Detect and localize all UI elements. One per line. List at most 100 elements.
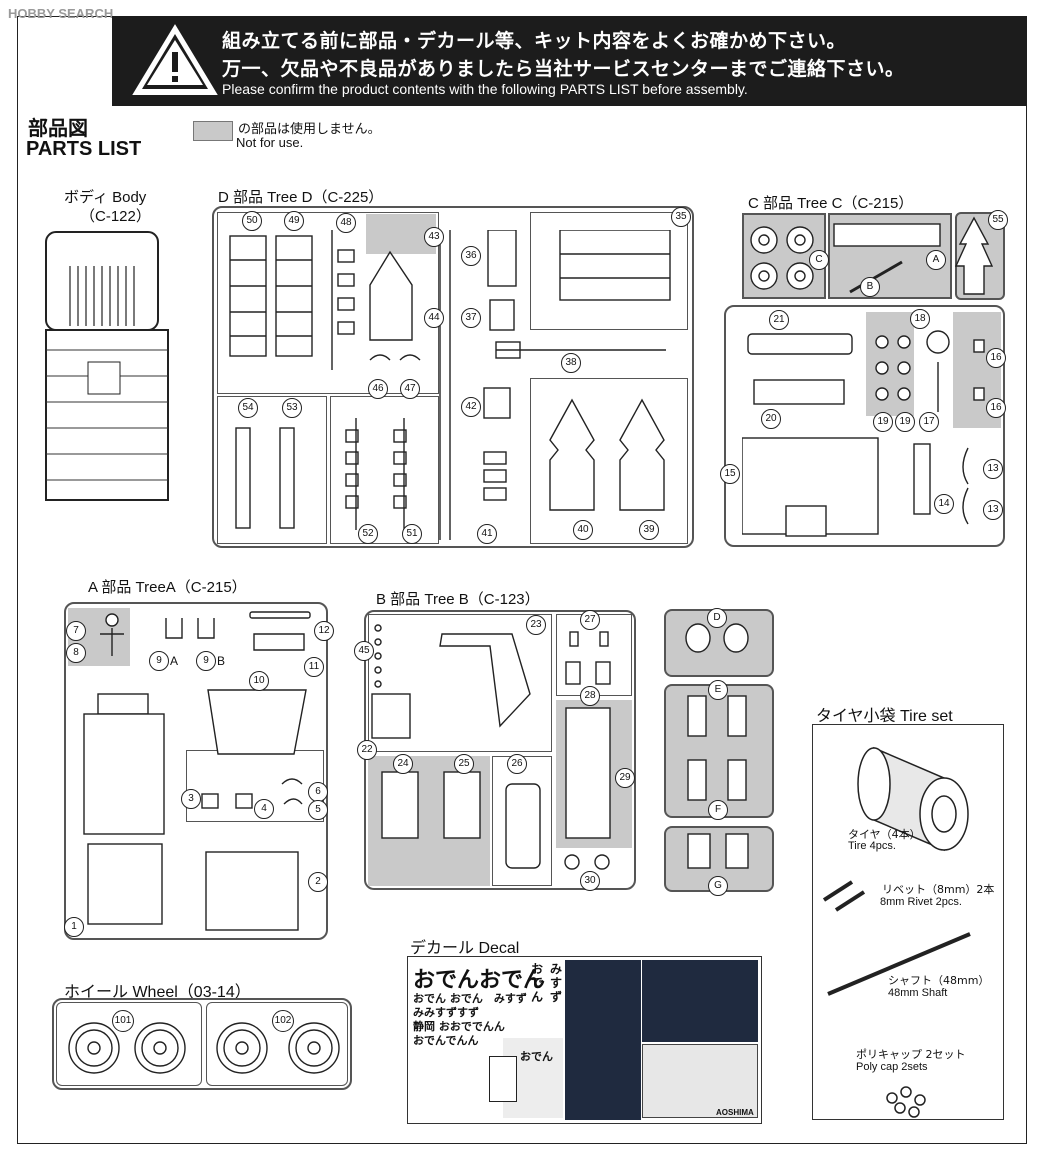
part-num-E: E xyxy=(708,680,728,700)
part-num-3: 3 xyxy=(181,789,201,809)
part-num-4: 4 xyxy=(254,799,274,819)
warning-banner: 組み立てる前に部品・デカール等、キット内容をよくお確かめ下さい。 万一、欠品や不… xyxy=(112,16,1027,106)
decal-row-3: みみすずすず xyxy=(413,1006,479,1019)
tree-c-frame xyxy=(724,305,1005,547)
part-num-16a: 16 xyxy=(986,348,1006,368)
part-num-26: 26 xyxy=(507,754,527,774)
tree-b-part-ef xyxy=(664,684,774,818)
part-num-label: 26 xyxy=(511,758,523,769)
part-num-label: 50 xyxy=(246,215,258,226)
part-num-22: 22 xyxy=(357,740,377,760)
part-num-label: 44 xyxy=(428,312,440,323)
part-num-label: F xyxy=(714,804,722,815)
part-num-label: 22 xyxy=(361,744,373,755)
part-num-16b: 16 xyxy=(986,398,1006,418)
decal-row-4: 静岡 おおででんん xyxy=(413,1020,505,1033)
part-num-label: A xyxy=(932,254,940,265)
part-num-8: 8 xyxy=(66,643,86,663)
warning-line-1: 組み立てる前に部品・デカール等、キット内容をよくお確かめ下さい。 xyxy=(222,30,847,52)
part-num-19a: 19 xyxy=(873,412,893,432)
part-num-label: 19 xyxy=(877,416,889,427)
part-num-label: 48 xyxy=(340,217,352,228)
warning-icon xyxy=(132,24,218,95)
wheel-label: ホイール Wheel（03-14） xyxy=(64,984,251,1001)
decal-misuzu-vertical: みすず xyxy=(550,962,563,1004)
part-num-label: 52 xyxy=(362,528,374,539)
part-num-27: 27 xyxy=(580,610,600,630)
part-num-11: 11 xyxy=(304,657,324,677)
part-num-43: 43 xyxy=(424,227,444,247)
tree-b-label: B 部品 Tree B（C-123） xyxy=(376,591,540,608)
part-num-label: 18 xyxy=(914,313,926,324)
tree-d-label: D 部品 Tree D（C-225） xyxy=(218,189,384,206)
decal-label: デカール Decal xyxy=(410,940,520,957)
tree-a-parts-drawing xyxy=(83,611,311,931)
part-num-19b: 19 xyxy=(895,412,915,432)
part-num-35: 35 xyxy=(671,207,691,227)
body-label: ボディ Body xyxy=(64,189,147,206)
tire-set-label: タイヤ小袋 Tire set xyxy=(816,708,953,725)
part-9a-suffix: A xyxy=(170,654,179,668)
part-num-37: 37 xyxy=(461,308,481,328)
decal-row-2: おでん おでん みすず xyxy=(413,992,527,1005)
part-num-label: 102 xyxy=(274,1015,292,1026)
tree-d-lower-left xyxy=(217,396,327,544)
part-num-label: 42 xyxy=(465,401,477,412)
part-num-53: 53 xyxy=(282,398,302,418)
not-used-swatch xyxy=(193,121,233,141)
part-num-30: 30 xyxy=(580,871,600,891)
part-num-label: 45 xyxy=(358,645,370,656)
part-num-label: 13 xyxy=(987,504,999,515)
part-num-20: 20 xyxy=(761,409,781,429)
wheel-sub-102 xyxy=(206,1002,348,1086)
part-num-D: D xyxy=(707,608,727,628)
part-num-10: 10 xyxy=(249,671,269,691)
tire-set-box xyxy=(812,724,1004,1120)
legend-en: Not for use. xyxy=(236,135,304,150)
tree-c-label: C 部品 Tree C（C-215） xyxy=(748,195,914,212)
warning-line-3: Please confirm the product contents with… xyxy=(222,81,748,97)
part-num-label: 43 xyxy=(428,231,440,242)
part-num-label: 19 xyxy=(899,416,911,427)
part-num-label: 23 xyxy=(530,619,542,630)
watermark: HOBBY SEARCH xyxy=(8,6,114,21)
decal-row-5: おでんでんん xyxy=(413,1034,479,1047)
part-num-1: 1 xyxy=(64,917,84,937)
part-num-label: 20 xyxy=(765,413,777,424)
part-num-label: 55 xyxy=(992,214,1004,225)
part-num-5: 5 xyxy=(308,800,328,820)
tree-d-parts-drawing xyxy=(229,230,671,540)
part-num-label: D xyxy=(713,612,721,623)
part-num-label: 51 xyxy=(406,528,418,539)
part-num-label: 8 xyxy=(73,647,79,658)
polycap-jp: ポリキャップ 2セット xyxy=(856,1048,966,1061)
part-num-54: 54 xyxy=(238,398,258,418)
part-num-label: 25 xyxy=(458,758,470,769)
part-num-label: 47 xyxy=(404,383,416,394)
decal-oden-vertical: おでん xyxy=(531,962,544,1004)
decal-oden-big: おでんおでん xyxy=(413,968,546,993)
part-num-9a: 9 xyxy=(149,651,169,671)
part-num-label: 6 xyxy=(315,786,321,797)
decal-dark-panel-1 xyxy=(565,960,641,1120)
part-num-51: 51 xyxy=(402,524,422,544)
decal-brand: AOSHIMA xyxy=(716,1108,754,1117)
part-num-label: 13 xyxy=(987,463,999,474)
part-num-label: 16 xyxy=(990,402,1002,413)
part-num-label: 24 xyxy=(397,758,409,769)
part-num-9b: 9 xyxy=(196,651,216,671)
wheel-sub-101 xyxy=(56,1002,202,1086)
part-num-46: 46 xyxy=(368,379,388,399)
decal-light-panel xyxy=(642,1044,758,1118)
part-num-44: 44 xyxy=(424,308,444,328)
tire-en: Tire 4pcs. xyxy=(848,840,896,852)
part-num-102: 102 xyxy=(272,1010,294,1032)
part-num-25: 25 xyxy=(454,754,474,774)
wheel-parts-drawing xyxy=(68,1022,340,1074)
part-num-label: 38 xyxy=(565,357,577,368)
part-num-38: 38 xyxy=(561,353,581,373)
decal-dark-panel-2 xyxy=(642,960,758,1042)
part-num-label: 11 xyxy=(308,661,320,672)
part-num-23: 23 xyxy=(526,615,546,635)
part-num-B: B xyxy=(860,277,880,297)
